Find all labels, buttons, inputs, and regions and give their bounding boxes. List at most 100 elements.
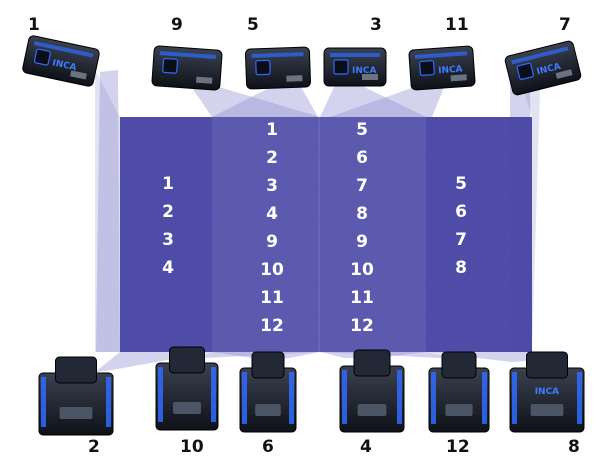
camera-accent-strip <box>577 372 582 424</box>
connector-port-icon <box>555 69 573 79</box>
zone-2-number: 12 <box>260 316 284 336</box>
camera-accent-strip <box>397 370 402 424</box>
camera-brand-text: INCA <box>51 58 77 73</box>
camera-10 <box>155 346 219 431</box>
projection-beams <box>95 70 540 372</box>
zone-2-number: 2 <box>266 148 278 168</box>
camera-top-handle <box>441 351 477 379</box>
zone-1-number: 1 <box>162 174 174 194</box>
camera-8: INCA <box>509 351 585 433</box>
camera-lens-icon <box>419 60 435 76</box>
beam-cone-right <box>520 80 540 352</box>
camera-label-5: 5 <box>247 15 259 35</box>
camera-accent-strip <box>482 372 487 424</box>
camera-label-6: 6 <box>262 437 274 457</box>
beam-camera-3 <box>320 85 426 117</box>
camera-accent-strip <box>431 372 436 424</box>
camera-top-handle <box>55 356 97 384</box>
camera-accent-strip <box>251 52 304 58</box>
camera-lens-icon <box>333 59 349 75</box>
camera-accent-strip <box>415 51 468 59</box>
zone-3-number: 9 <box>356 232 368 252</box>
camera-3: INCA <box>323 47 387 87</box>
camera-accent-strip <box>511 46 569 65</box>
beam-camera-11 <box>330 85 445 117</box>
camera-lens-icon <box>516 62 534 81</box>
zone-2-number: 11 <box>260 288 284 308</box>
zone-3-number: 8 <box>356 204 368 224</box>
camera-12 <box>428 351 490 433</box>
zone-3-number: 7 <box>356 176 368 196</box>
camera-label-11: 11 <box>445 15 469 35</box>
connector-port-icon <box>286 75 303 82</box>
zone-3-number: 6 <box>356 148 368 168</box>
beam-camera-9 <box>190 85 320 117</box>
camera-1: INCA <box>22 35 100 87</box>
zone-3-number: 11 <box>350 288 374 308</box>
camera-top-handle <box>169 346 205 374</box>
camera-label-3: 3 <box>370 15 382 35</box>
camera-accent-strip <box>242 372 247 424</box>
zone-2-number: 9 <box>266 232 278 252</box>
zone-1-number: 3 <box>162 230 174 250</box>
camera-lens-icon <box>255 59 271 76</box>
zone-4-number: 6 <box>455 202 467 222</box>
camera-brand-text: INCA <box>535 387 559 397</box>
zone-1-number: 2 <box>162 202 174 222</box>
camera-accent-strip <box>41 377 46 427</box>
connector-port-icon <box>70 70 87 80</box>
camera-11: INCA <box>408 45 476 91</box>
camera-label-9: 9 <box>171 15 183 35</box>
camera-accent-strip <box>106 377 111 427</box>
connector-port-icon <box>362 74 378 80</box>
overlap-band-right <box>318 117 426 352</box>
beam-cone-left <box>95 70 120 352</box>
camera-label-4: 4 <box>360 437 372 457</box>
zone-4-number: 8 <box>455 258 467 278</box>
connector-port-icon <box>195 76 213 84</box>
camera-label-2: 2 <box>88 437 100 457</box>
camera-lens-icon <box>162 57 179 74</box>
camera-top-handle <box>251 351 285 379</box>
camera-panel-icon <box>445 404 473 416</box>
projection-screen <box>120 117 532 352</box>
camera-brand-text: INCA <box>352 66 376 76</box>
camera-top-handle <box>353 349 391 377</box>
zone-2-number: 3 <box>266 176 278 196</box>
camera-label-7: 7 <box>559 15 571 35</box>
camera-body <box>504 40 582 96</box>
beam-camera-1 <box>96 70 120 352</box>
zone-4-number: 5 <box>455 174 467 194</box>
screen-texture <box>120 117 532 352</box>
camera-panel-icon <box>255 404 281 416</box>
beam-camera-10 <box>185 352 320 360</box>
camera-6 <box>239 351 297 433</box>
zone-3-number: 10 <box>350 260 374 280</box>
connector-port-icon <box>450 74 467 82</box>
camera-accent-strip <box>158 367 163 422</box>
camera-2 <box>38 356 114 436</box>
zone-2-number: 1 <box>266 120 278 140</box>
camera-4 <box>339 349 405 433</box>
beam-camera-5 <box>212 85 318 117</box>
camera-accent-strip <box>330 53 380 57</box>
camera-7: INCA <box>504 40 582 96</box>
overlap-band-left <box>212 117 320 352</box>
camera-panel-icon <box>357 404 387 416</box>
camera-top-handle <box>526 351 568 379</box>
camera-accent-strip <box>159 51 216 59</box>
camera-accent-strip <box>342 370 347 424</box>
camera-panel-icon <box>530 404 564 416</box>
zone-1-number: 4 <box>162 258 174 278</box>
camera-accent-strip <box>33 41 94 58</box>
camera-label-8: 8 <box>568 437 580 457</box>
cameras: INCA INCA INCA INCA INCA <box>22 35 585 436</box>
camera-lens-icon <box>33 48 51 66</box>
camera-5 <box>244 46 312 90</box>
zone-3-number: 5 <box>356 120 368 140</box>
zone-4-number: 7 <box>455 230 467 250</box>
camera-label-12: 12 <box>446 437 470 457</box>
camera-accent-strip <box>211 367 216 422</box>
